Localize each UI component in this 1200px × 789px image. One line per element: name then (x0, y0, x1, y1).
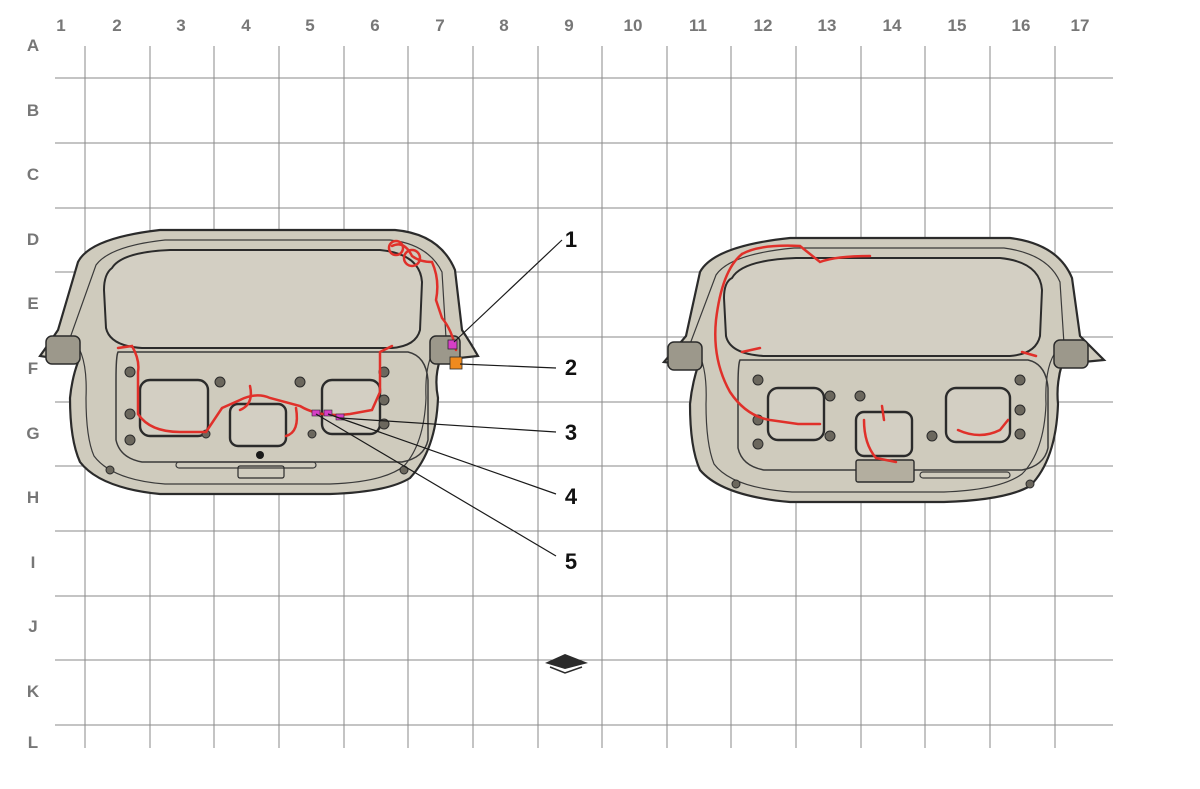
callout-numbers: 1 2 3 4 5 (565, 227, 578, 574)
hinge-right (1053, 339, 1089, 369)
handle-recess (919, 471, 1011, 479)
column-label: 15 (948, 16, 967, 35)
callout-2: 2 (565, 355, 577, 380)
rear-window-glass (722, 257, 1044, 357)
connector-4 (323, 409, 333, 417)
leader-3 (339, 417, 557, 433)
tailgate-inner-rim (689, 247, 1065, 493)
fasteners (731, 374, 1035, 489)
column-label: 16 (1012, 16, 1031, 35)
callout-4: 4 (565, 484, 578, 509)
row-label: C (27, 165, 39, 184)
row-label: K (27, 682, 40, 701)
access-opening-right (320, 378, 382, 436)
access-opening-center (228, 402, 288, 448)
hinge-left (667, 341, 703, 371)
latch-plate (237, 465, 285, 479)
callout-1: 1 (565, 227, 577, 252)
access-opening-left (766, 386, 826, 442)
column-label: 5 (305, 16, 314, 35)
fasteners (105, 366, 409, 475)
inner-frame (115, 351, 429, 463)
vehicle-front-direction-icon (545, 654, 588, 674)
column-label: 4 (241, 16, 251, 35)
column-label: 8 (499, 16, 508, 35)
hinge-left (45, 335, 81, 365)
leader-2 (459, 363, 557, 369)
row-label: L (28, 733, 38, 752)
leader-5 (315, 413, 557, 557)
row-label: I (31, 553, 36, 572)
tailgate-alternate-view (661, 236, 1107, 504)
callout-3: 3 (565, 420, 577, 445)
column-label: 1 (56, 16, 65, 35)
latch-point (256, 451, 264, 459)
column-label: 10 (624, 16, 643, 35)
row-labels: A B C D E F G H I J K L (26, 36, 39, 752)
column-label: 14 (883, 16, 902, 35)
tailgate-inner-view (38, 228, 480, 496)
row-label: D (27, 230, 39, 249)
column-label: 11 (689, 16, 707, 35)
latch-plate (855, 459, 915, 483)
column-label: 6 (370, 16, 379, 35)
column-label: 3 (176, 16, 185, 35)
row-label: H (27, 488, 39, 507)
row-label: E (27, 294, 38, 313)
column-label: 9 (564, 16, 573, 35)
rear-window-glass (102, 249, 424, 349)
inner-frame (737, 359, 1049, 471)
connector-5 (311, 409, 321, 417)
row-label: A (27, 36, 39, 55)
handle-recess (175, 461, 317, 469)
connector-1 (447, 339, 458, 350)
row-label: B (27, 101, 39, 120)
column-label: 13 (818, 16, 837, 35)
column-label: 7 (435, 16, 444, 35)
row-label: J (28, 617, 37, 636)
leader-4 (327, 413, 557, 495)
callout-5: 5 (565, 549, 577, 574)
access-opening-left (138, 378, 210, 438)
leader-1 (453, 239, 563, 343)
column-label: 2 (112, 16, 121, 35)
connector-2 (449, 356, 463, 370)
row-label: F (28, 359, 38, 378)
column-labels: 1 2 3 4 5 6 7 8 9 10 11 12 13 14 15 16 1… (56, 16, 1089, 35)
access-opening-right (944, 386, 1012, 444)
wiring-harness (714, 244, 1038, 464)
callout-leaders (315, 239, 563, 557)
column-label: 17 (1071, 16, 1090, 35)
row-label: G (26, 424, 39, 443)
column-label: 12 (754, 16, 773, 35)
